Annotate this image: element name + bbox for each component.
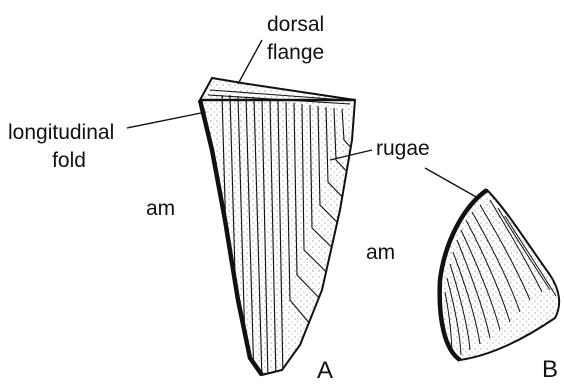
rugae-label: rugae bbox=[376, 138, 430, 159]
dorsal-flange-label-line1: dorsal bbox=[267, 14, 324, 35]
longitudinal-fold-label-line1: longitudinal bbox=[8, 122, 114, 143]
longitudinal-fold-label-line2: fold bbox=[8, 150, 130, 171]
panel-label-b: B bbox=[542, 358, 558, 382]
panel-label-a: A bbox=[317, 359, 333, 383]
dorsal-flange-label-line2: flange bbox=[267, 42, 324, 63]
rugae-leader-b bbox=[425, 168, 478, 198]
am-label-right: am bbox=[366, 242, 395, 263]
dorsal-flange-leader bbox=[238, 40, 262, 84]
specimen-a bbox=[200, 78, 355, 380]
am-label-left: am bbox=[146, 198, 175, 219]
longitudinal-fold-leader bbox=[127, 112, 206, 128]
specimen-b bbox=[440, 190, 559, 360]
